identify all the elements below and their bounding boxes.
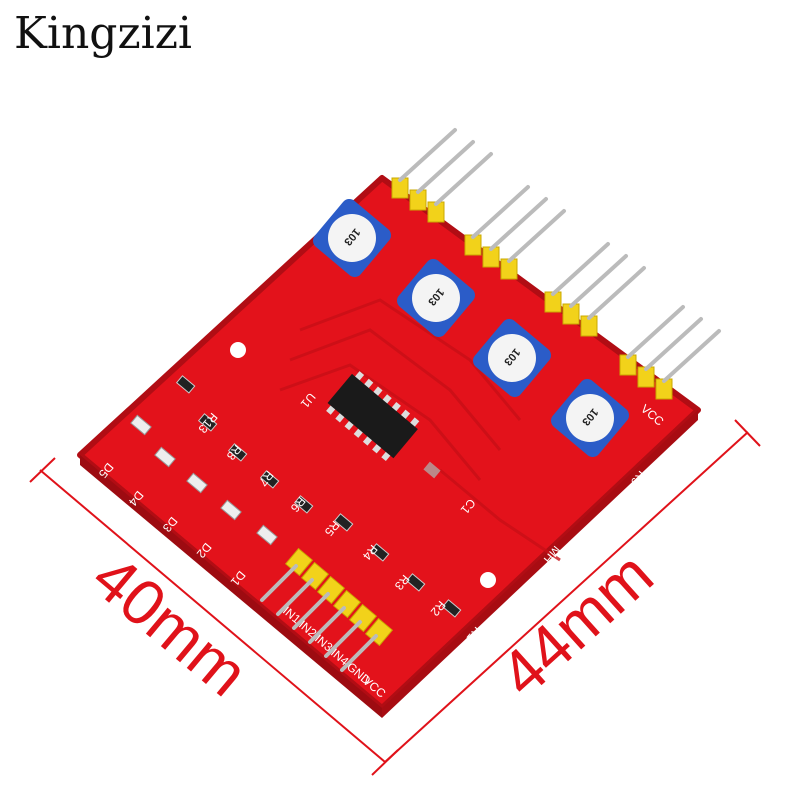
brand-watermark: Kingzizi	[14, 8, 192, 59]
leds	[130, 414, 278, 546]
potentiometers: 103 103 103 103	[313, 199, 629, 457]
smd-components	[175, 375, 462, 618]
ic-chip	[326, 371, 420, 462]
dimension-44mm	[384, 419, 761, 763]
